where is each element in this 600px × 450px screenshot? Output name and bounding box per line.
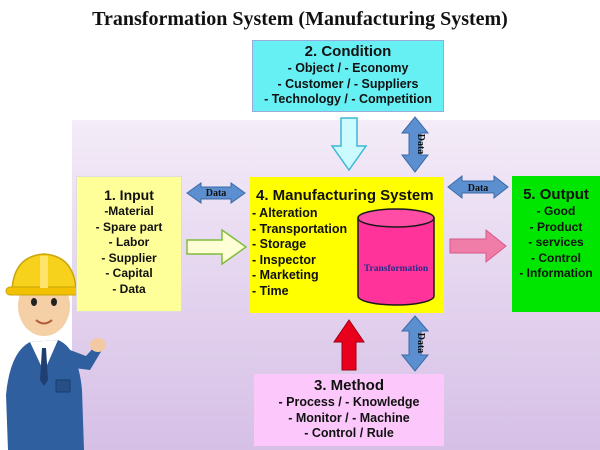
- condition-item: - Object / - Economy: [287, 61, 409, 75]
- output-item: - Good: [536, 204, 576, 218]
- output-item: - Product: [529, 219, 583, 234]
- manufacturing-heading: 4. Manufacturing System: [256, 187, 434, 204]
- condition-item: - Technology / - Competition: [264, 92, 432, 106]
- mfg-to-output-arrow: [449, 228, 507, 264]
- method-item: - Monitor / - Machine: [288, 410, 410, 425]
- input-mfg-data-arrow: [186, 182, 246, 204]
- condition-to-mfg-arrow: [330, 117, 368, 172]
- output-heading: 5. Output: [523, 186, 589, 203]
- manufacturing-item: - Alteration: [252, 206, 318, 220]
- method-mfg-data-label: Data: [415, 333, 426, 354]
- condition-item: - Customer / - Suppliers: [277, 76, 419, 91]
- method-mfg-data-arrow: [400, 315, 430, 372]
- input-mfg-data-label: Data: [206, 188, 227, 199]
- input-box: 1. Input -Material - Spare part - Labor …: [76, 176, 182, 312]
- input-item: - Labor: [108, 235, 150, 249]
- condition-heading: 2. Condition: [304, 43, 392, 60]
- input-to-mfg-arrow: [186, 228, 248, 266]
- manufacturing-item: - Time: [252, 283, 289, 298]
- output-box: 5. Output - Good - Product - services - …: [512, 176, 600, 312]
- output-item: - Information: [519, 266, 593, 280]
- manufacturing-item: - Storage: [252, 237, 307, 251]
- condition-mfg-data-arrow: [400, 116, 430, 173]
- input-item: - Capital: [105, 266, 153, 280]
- manufacturing-item: - Marketing: [252, 268, 319, 282]
- manufacturing-item: - Transportation: [252, 221, 348, 236]
- method-box: 3. Method - Process / - Knowledge - Moni…: [254, 374, 444, 446]
- diagram-title: Transformation System (Manufacturing Sys…: [92, 8, 508, 30]
- method-heading: 3. Method: [314, 377, 384, 394]
- input-item: -Material: [104, 204, 154, 218]
- condition-mfg-data-label: Data: [415, 134, 426, 155]
- mfg-output-data-label: Data: [468, 183, 489, 194]
- condition-box: 2. Condition - Object / - Economy - Cust…: [252, 40, 444, 112]
- method-item: - Process / - Knowledge: [278, 395, 420, 409]
- method-to-mfg-arrow: [333, 319, 365, 371]
- input-heading: 1. Input: [104, 187, 154, 203]
- output-item: - services: [528, 235, 584, 249]
- cylinder-label: Transformation: [364, 264, 429, 274]
- input-item: - Spare part: [95, 219, 163, 234]
- output-item: - Control: [531, 250, 581, 265]
- mfg-output-data-arrow: [447, 174, 509, 200]
- input-item: - Supplier: [101, 250, 157, 265]
- method-item: - Control / Rule: [304, 426, 394, 440]
- manufacturing-item: - Inspector: [252, 252, 316, 267]
- input-item: - Data: [112, 281, 146, 296]
